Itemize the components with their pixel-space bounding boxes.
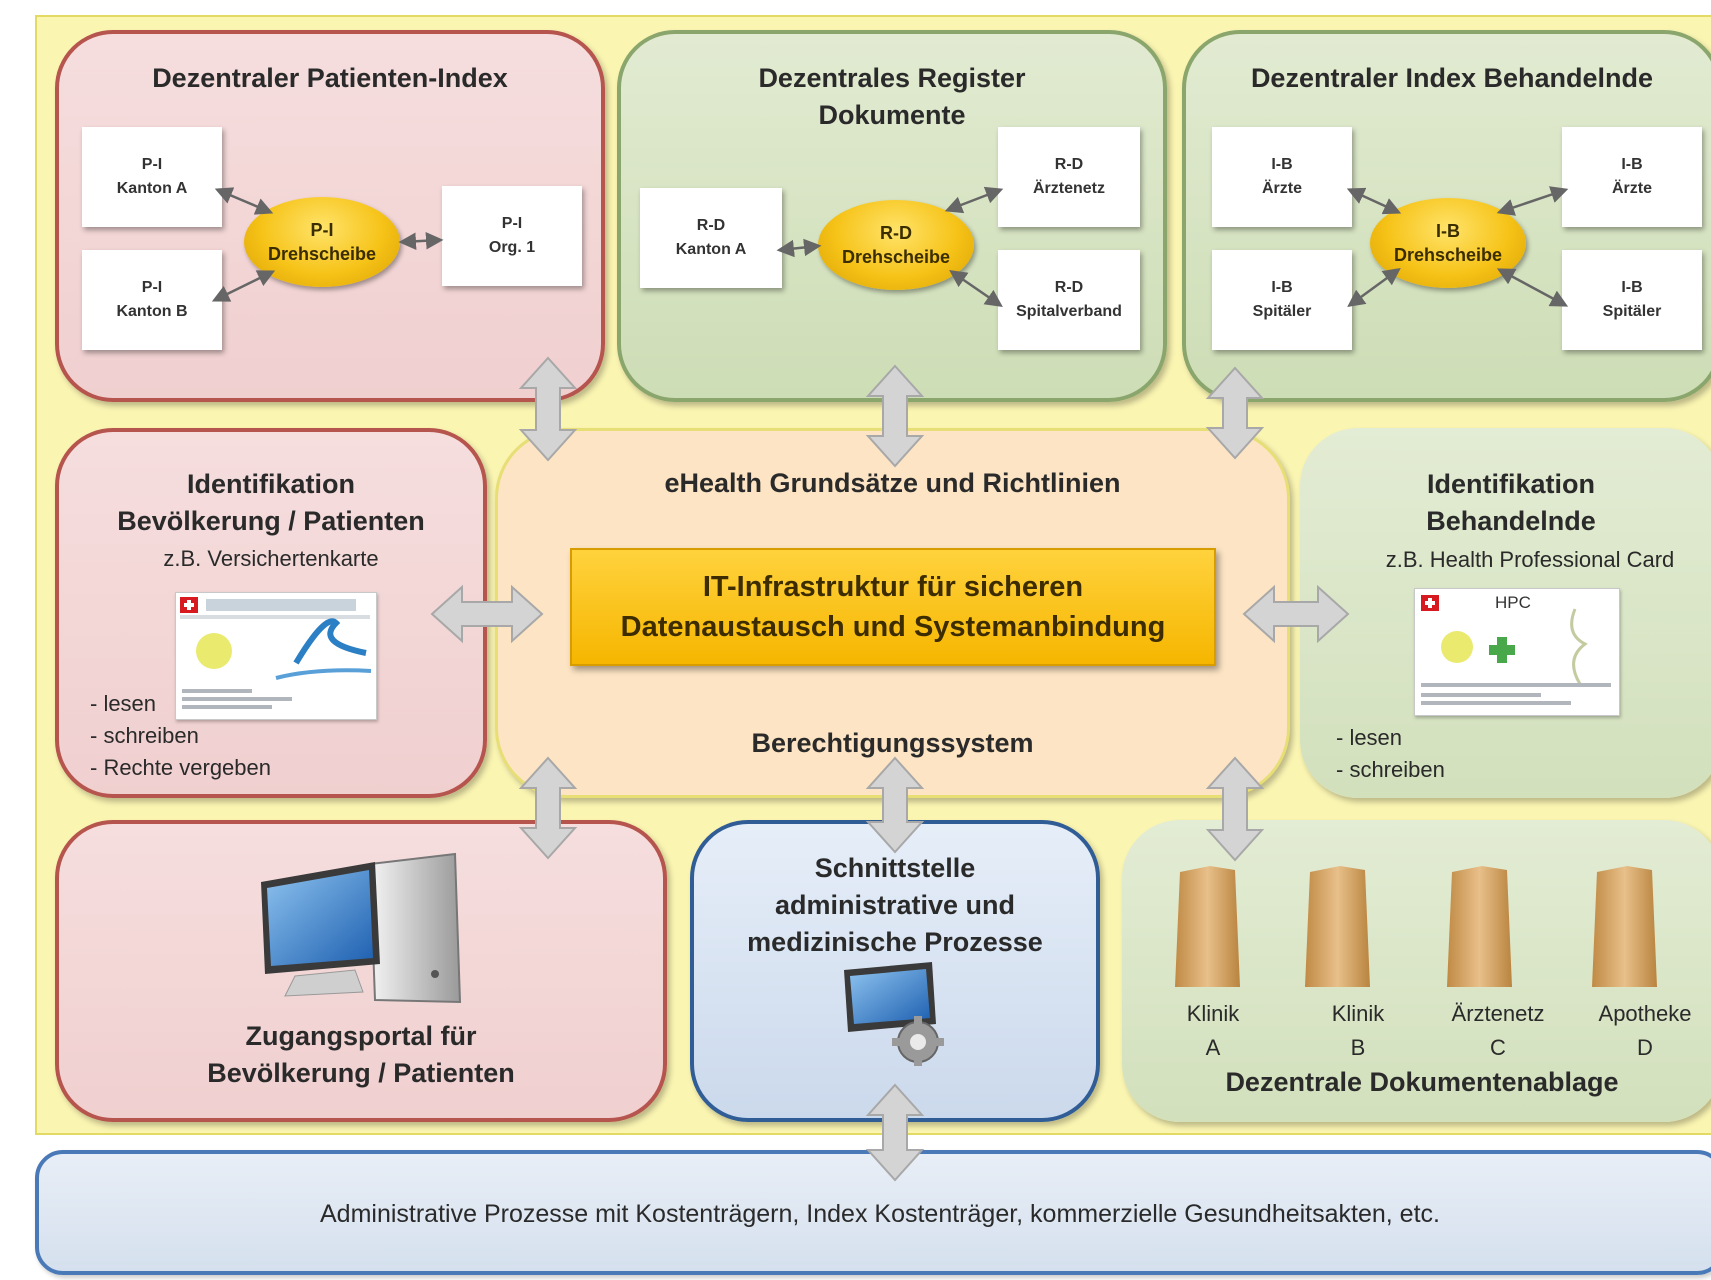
- folder-label-aerztenetz-c: Ärztenetz C: [1433, 997, 1563, 1065]
- id-patients-title: Identifikation Bevölkerung / Patienten: [55, 466, 487, 540]
- list-item: - schreiben: [1336, 757, 1445, 782]
- folder-label-apotheke-d: Apotheke D: [1580, 997, 1710, 1065]
- box-label: R-D: [1054, 279, 1084, 296]
- folder-label-line2: C: [1490, 1035, 1506, 1060]
- folder-label-line1: Apotheke: [1598, 1001, 1692, 1026]
- bottom-bar-text: Administrative Prozesse mit Kostenträger…: [320, 1200, 1440, 1228]
- hub-sublabel: Drehscheibe: [267, 244, 377, 264]
- patient-index-title: Dezentraler Patienten-Index: [152, 63, 508, 93]
- id-patients-subtitle: z.B. Versichertenkarte: [163, 546, 379, 571]
- id-behandelnde-subtitle: z.B. Health Professional Card: [1385, 547, 1675, 572]
- hpc-card-label: HPC: [1495, 593, 1531, 612]
- id-behandelnde-title-line1: Identifikation: [1427, 469, 1595, 499]
- index-behandelnde-title: Dezentraler Index Behandelnde: [1250, 63, 1654, 93]
- register-box-aerzte: R-D Ärztenetz: [998, 127, 1140, 227]
- folder-label-line1: Ärztenetz: [1451, 1001, 1545, 1026]
- list-item: - Rechte vergeben: [90, 755, 271, 780]
- register-title-line1: Dezentrales Register: [758, 63, 1026, 93]
- it-infrastructure-bar: IT-Infrastruktur für sicheren Datenausta…: [570, 548, 1216, 666]
- folder-icon: [1305, 866, 1370, 987]
- computer-gear-icon: [844, 962, 944, 1066]
- folder-label-line2: D: [1637, 1035, 1653, 1060]
- interface-title-line2: administrative und: [774, 890, 1016, 920]
- box-sublabel: Spitalverband: [1016, 303, 1122, 320]
- folder-label-line1: Klinik: [1186, 1001, 1240, 1026]
- folder-label-klinik-a: Klinik A: [1148, 997, 1278, 1065]
- box-label: P-I: [501, 215, 523, 232]
- interface-title: Schnittstelle administrative und medizin…: [690, 850, 1100, 961]
- index-behandelnde-box-aerzte-right: I-B Ärzte: [1562, 127, 1702, 227]
- insurance-card-graphic: [180, 597, 372, 709]
- box-label: R-D: [696, 217, 726, 234]
- patient-index-box-org: P-I Org. 1: [442, 186, 582, 286]
- interface-title-line1: Schnittstelle: [814, 853, 976, 883]
- id-behandelnde-title-line2: Behandelnde: [1426, 506, 1596, 536]
- authorization-system-label: Berechtigungssystem: [751, 728, 1034, 758]
- box-label: P-I: [141, 156, 163, 173]
- box-label: I-B: [1271, 279, 1293, 296]
- id-patients-title-line2: Bevölkerung / Patienten: [117, 506, 425, 536]
- index-behandelnde-hub: I-B Drehscheibe: [1370, 198, 1526, 288]
- box-sublabel: Ärzte: [1611, 180, 1652, 197]
- patient-index-hub: P-I Drehscheibe: [244, 197, 400, 287]
- folder-icon: [1175, 866, 1240, 987]
- id-behandelnde-list: - lesen - schreiben: [1336, 722, 1445, 786]
- box-label: R-D: [1054, 156, 1084, 173]
- folder-label-klinik-b: Klinik B: [1293, 997, 1423, 1065]
- hub-label: R-D: [880, 223, 912, 243]
- register-box-spital: R-D Spitalverband: [998, 250, 1140, 350]
- list-item: - schreiben: [90, 723, 199, 748]
- index-behandelnde-box-spitaeler-left: I-B Spitäler: [1212, 250, 1352, 350]
- box-sublabel: Spitäler: [1252, 303, 1312, 320]
- index-behandelnde-box-aerzte-left: I-B Ärzte: [1212, 127, 1352, 227]
- folder-icon: [1592, 866, 1657, 987]
- box-sublabel: Spitäler: [1602, 303, 1662, 320]
- folders-graphic: [1175, 866, 1657, 987]
- box-sublabel: Kanton A: [675, 241, 747, 258]
- it-infrastructure-line1: IT-Infrastruktur für sicheren: [702, 571, 1084, 603]
- box-sublabel: Kanton B: [116, 303, 188, 320]
- folder-label-line1: Klinik: [1331, 1001, 1385, 1026]
- index-behandelnde-box-spitaeler-right: I-B Spitäler: [1562, 250, 1702, 350]
- portal-title: Zugangsportal für Bevölkerung / Patiente…: [55, 1018, 667, 1092]
- box-label: I-B: [1271, 156, 1293, 173]
- hub-sublabel: Drehscheibe: [1393, 245, 1503, 265]
- id-patients-title-line1: Identifikation: [187, 469, 355, 499]
- list-item: - lesen: [90, 691, 157, 716]
- register-title-line2: Dokumente: [818, 100, 966, 130]
- insurance-card-image: [175, 592, 377, 720]
- folder-icon: [1447, 866, 1512, 987]
- patient-index-box-kanton-b: P-I Kanton B: [82, 250, 222, 350]
- storage-title: Dezentrale Dokumentenablage: [1225, 1067, 1619, 1097]
- register-box-kanton-a: R-D Kanton A: [640, 188, 782, 288]
- patient-index-box-kanton-a: P-I Kanton A: [82, 127, 222, 227]
- hub-label: P-I: [310, 220, 334, 240]
- folder-label-line2: A: [1205, 1035, 1221, 1060]
- box-label: I-B: [1621, 279, 1643, 296]
- folder-label-line2: B: [1350, 1035, 1366, 1060]
- interface-title-line3: medizinische Prozesse: [747, 927, 1043, 957]
- box-sublabel: Org. 1: [488, 239, 536, 256]
- hpc-card-graphic: [1421, 595, 1611, 705]
- box-label: I-B: [1621, 156, 1643, 173]
- list-item: - lesen: [1336, 725, 1403, 750]
- register-title: Dezentrales Register Dokumente: [617, 60, 1167, 134]
- box-sublabel: Ärzte: [1261, 180, 1302, 197]
- portal-title-line1: Zugangsportal für: [245, 1021, 477, 1051]
- id-behandelnde-title: Identifikation Behandelnde: [1300, 466, 1711, 540]
- hub-sublabel: Drehscheibe: [841, 247, 951, 267]
- hub-label: I-B: [1436, 221, 1460, 241]
- register-hub: R-D Drehscheibe: [818, 200, 974, 290]
- box-label: P-I: [141, 279, 163, 296]
- computer-icon: [261, 852, 462, 1004]
- portal-title-line2: Bevölkerung / Patienten: [207, 1058, 515, 1088]
- hpc-card-image: HPC: [1414, 588, 1620, 716]
- box-sublabel: Kanton A: [116, 180, 188, 197]
- it-infrastructure-line2: Datenaustausch und Systemanbindung: [620, 611, 1166, 643]
- box-sublabel: Ärztenetz: [1032, 180, 1105, 197]
- id-patients-list: - lesen - schreiben - Rechte vergeben: [90, 688, 271, 784]
- center-title: eHealth Grundsätze und Richtlinien: [664, 468, 1121, 498]
